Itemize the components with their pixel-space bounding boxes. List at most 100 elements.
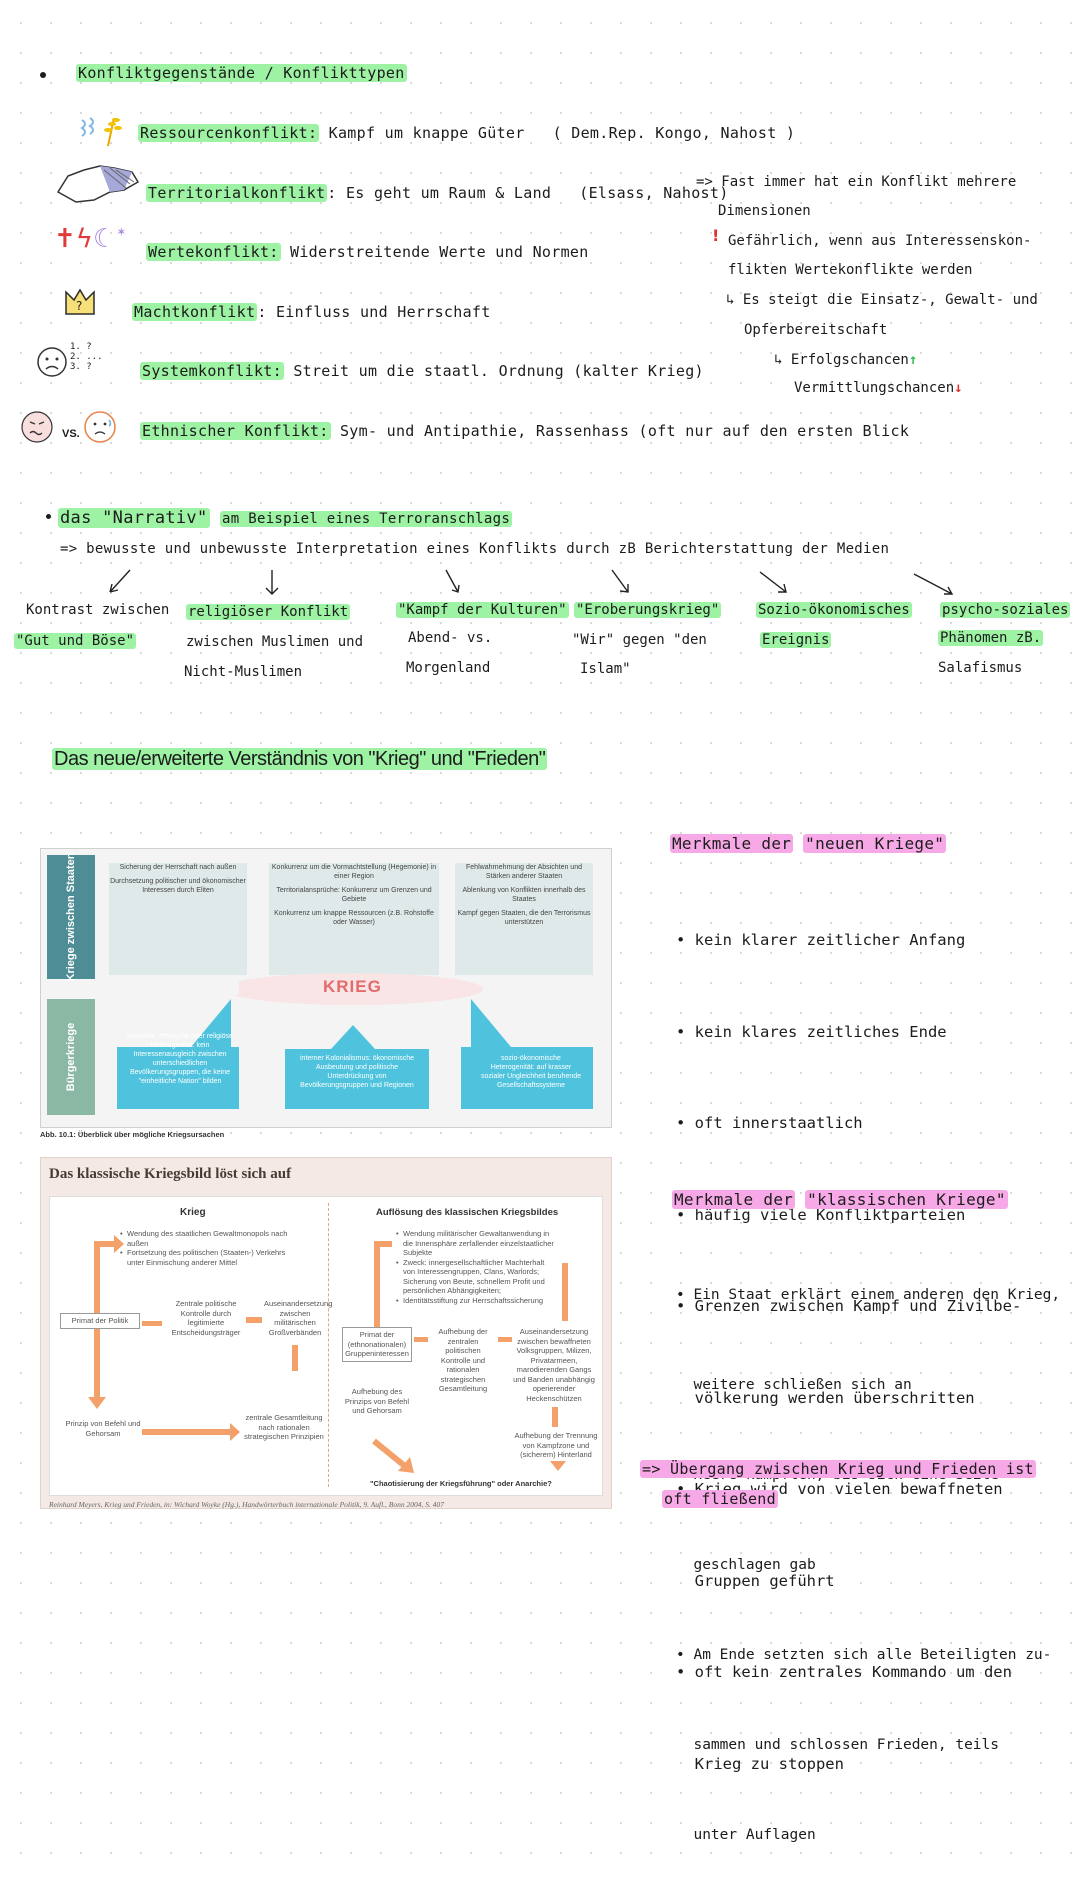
territorialkonflikt-row: Territorialkonflikt: Es geht um Raum & L…	[146, 184, 729, 202]
list-line: weitere schließen sich an	[676, 1377, 912, 1393]
narrativ-title-a: das "Narrativ"	[58, 508, 210, 528]
branch-highlight: Phänomen zB.	[938, 630, 1044, 646]
konflikt-name: Ressourcenkonflikt:	[138, 124, 320, 142]
branch-phaenomen: Phänomen zB.	[938, 630, 1044, 646]
title-text: Das neue/erweiterte Verständnis von "Kri…	[52, 748, 548, 770]
title-text: Konfliktgegenstände / Konflikttypen	[76, 64, 407, 82]
list-mark: 2. ...	[70, 352, 103, 362]
arrow-shape	[292, 1345, 298, 1371]
arrow-shape	[142, 1321, 162, 1326]
map-territory-icon	[54, 162, 142, 211]
konflikt-desc: Sym- und Antipathie, Rassenhass (oft nur…	[339, 422, 910, 440]
branch-text: Nicht-Muslimen	[184, 664, 303, 680]
conclusion-line2: oft fließend	[662, 1490, 778, 1508]
prinzip-text: Prinzip von Befehl und Gehorsam	[65, 1419, 141, 1438]
branch-text: Islam"	[580, 661, 631, 677]
list-line: völkerung werden überschritten	[676, 1388, 975, 1407]
figure-kriegsursachen: Kriege zwischen Staaten Bürgerkriege Sic…	[40, 848, 612, 1128]
primat2-box: Primat der (ethnonationalen) Gruppeninte…	[342, 1327, 412, 1362]
branch-highlight: "Kampf der Kulturen"	[396, 602, 569, 618]
bullet	[46, 514, 51, 519]
conclusion-line1: => Übergang zwischen Krieg und Frieden i…	[640, 1460, 1036, 1478]
system-list-marks: 1. ? 2. ... 3. ?	[70, 342, 103, 372]
konflikt-name: Ethnischer Konflikt:	[140, 422, 331, 440]
list-item: Wendung militärischer Gewaltanwendung in…	[396, 1229, 556, 1258]
ethnischer-konflikt-row: Ethnischer Konflikt: Sym- und Antipathie…	[140, 422, 909, 440]
cause-text: Territorialansprüche: Konkurrenz um Gren…	[276, 887, 432, 903]
list-line: • kein klares zeitliches Ende	[676, 1022, 947, 1041]
konflikt-desc: Widerstreitende Werte und Normen	[289, 243, 589, 261]
arrow-shape	[114, 1235, 124, 1253]
narrativ-subtitle: => bewusste und unbewusste Interpretatio…	[60, 541, 890, 557]
title-text: Merkmale der	[672, 1190, 796, 1209]
neue-kriege-title: Merkmale der "neuen Kriege"	[670, 834, 947, 853]
branch-text: Abend- vs.	[408, 630, 493, 646]
cause-text: Durchsetzung politischer und ökonomische…	[110, 878, 246, 894]
branch-text: Morgenland	[406, 660, 491, 676]
crown-icon: ?	[64, 288, 96, 321]
religion-symbols-icon: ✝ϟ☾✶	[54, 224, 127, 254]
arrow-shape	[414, 1337, 428, 1342]
konflikt-name: Wertekonflikt:	[146, 243, 281, 261]
side-note-vermittlung: Vermittlungschancen↓	[794, 380, 963, 396]
branch-kampf-kulturen: "Kampf der Kulturen"	[396, 602, 569, 618]
list-item: Fortsetzung des politischen (Staaten-) V…	[120, 1248, 298, 1267]
arrow-shape	[550, 1461, 566, 1471]
bullet	[40, 72, 46, 78]
figure-caption: Abb. 10.1: Überblick über mögliche Krieg…	[40, 1130, 225, 1139]
konflikt-name: Territorialkonflikt	[146, 184, 328, 202]
svg-text:?: ?	[76, 299, 82, 313]
branch-text: zwischen Muslimen und	[186, 634, 364, 650]
krieg-label: KRIEG	[323, 977, 382, 996]
confused-face-icon	[36, 346, 68, 383]
krieg-diagram-shapes	[117, 973, 593, 1109]
list-item: Identitätsstiftung zur Herrschaftssicher…	[396, 1296, 556, 1306]
aufhebung3-text: Aufhebung der Trennung von Kampfzone und…	[514, 1431, 598, 1459]
title-text: "klassischen Kriege"	[805, 1190, 1008, 1209]
branch-religioes: religiöser Konflikt	[186, 604, 351, 620]
arrow-shape	[374, 1241, 392, 1247]
section-title-krieg-frieden: Das neue/erweiterte Verständnis von "Kri…	[52, 748, 548, 771]
klassische-kriege-list: • Ein Staat erklärt einem anderen den Kr…	[676, 1220, 1060, 1880]
branch-highlight: Ereignis	[760, 632, 832, 648]
list-line: geschlagen gab	[676, 1557, 816, 1573]
arrow-shape	[246, 1317, 262, 1323]
title-text: Merkmale der	[670, 834, 794, 853]
arrow-shape	[498, 1337, 512, 1342]
list-line: • kein klarer zeitlicher Anfang	[676, 931, 966, 949]
list-line: • Am Ende setzten sich alle Beteiligten …	[676, 1647, 1052, 1663]
branch-eroberungskrieg: "Eroberungskrieg"	[574, 602, 722, 618]
konflikt-example: (Elsass, Nahost)	[579, 184, 729, 202]
branch-ereignis: Ereignis	[760, 632, 832, 648]
bottom-cause-text: interner Kolonialismus: ökonomische Ausb…	[300, 1055, 414, 1089]
list-line: unter Auflagen	[676, 1827, 816, 1843]
arrow-shape	[142, 1429, 232, 1435]
arrow-shape	[88, 1397, 106, 1409]
left-title: Krieg	[180, 1207, 206, 1218]
sidebar-staaten: Kriege zwischen Staaten	[47, 853, 95, 982]
zentrale-text: Zentrale politische Kontrolle durch legi…	[171, 1299, 241, 1337]
faces-vs-icon	[20, 410, 120, 449]
figure-inner: Krieg Wendung des staatlichen Gewaltmono…	[49, 1196, 603, 1496]
wertekonflikt-row: Wertekonflikt: Widerstreitende Werte und…	[146, 243, 589, 261]
side-note: flikten Wertekonflikte werden	[728, 262, 973, 278]
cause-text: Fehlwahrnehmung der Absichten und Stärke…	[466, 864, 582, 880]
systemkonflikt-row: Systemkonflikt: Streit um die staatl. Or…	[140, 362, 704, 380]
narrativ-arrows	[109, 569, 954, 595]
side-note: => Fast immer hat ein Konflikt mehrere	[696, 174, 1017, 190]
cause-box: Sicherung der Herrschaft nach außen Durc…	[109, 863, 247, 975]
list-line: • häufig viele Konfliktparteien	[676, 1205, 966, 1224]
arrow-shape	[372, 1438, 414, 1473]
arrow-up-icon: ↑	[908, 352, 918, 368]
cause-box: Fehlwahrnehmung der Absichten und Stärke…	[455, 863, 593, 975]
branch-sozio: Sozio-ökonomisches	[756, 602, 912, 618]
bottom-cause-text: sozio-ökonomische Heterogenität: auf kra…	[481, 1055, 582, 1089]
list-line: sammen und schlossen Frieden, teils	[676, 1737, 1000, 1753]
konflikt-name: Machtkonflikt	[132, 303, 258, 321]
klassische-kriege-title: Merkmale der "klassischen Kriege"	[672, 1190, 1008, 1209]
list-mark: 3. ?	[70, 362, 92, 372]
right-title: Auflösung des klassischen Kriegsbildes	[376, 1207, 559, 1218]
arrow-shape	[562, 1263, 568, 1321]
list-line: • oft innerstaatlich	[676, 1114, 863, 1132]
gesamt-text: zentrale Gesamtleitung nach rationalen s…	[244, 1413, 324, 1441]
